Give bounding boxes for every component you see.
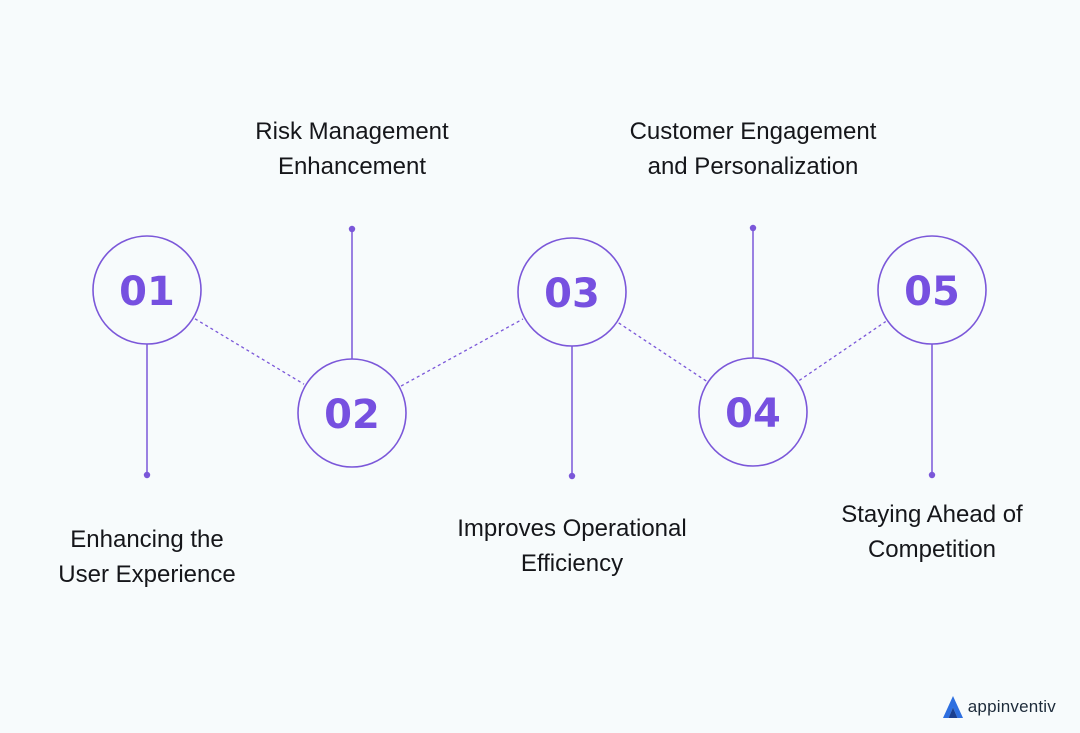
step-circle-05	[877, 235, 987, 345]
step-number-05: 05	[904, 269, 960, 315]
step-circle-02	[297, 358, 407, 468]
brand-logo: appinventiv	[942, 695, 1056, 719]
appinventiv-logo-icon	[942, 696, 963, 718]
step-number-01: 01	[119, 269, 175, 315]
step-circle-04	[698, 357, 808, 467]
step-label-02: Risk Management Enhancement	[255, 118, 449, 180]
connector-2-3	[400, 318, 524, 387]
step-label-01: Enhancing the User Experience	[58, 526, 236, 588]
step-number-04: 04	[725, 391, 781, 437]
step-circle-03	[517, 237, 627, 347]
step-circle-01	[92, 235, 202, 345]
connector-4-5	[798, 321, 887, 381]
step-number-02: 02	[324, 392, 380, 438]
step-number-03: 03	[544, 271, 600, 317]
step-label-03: Improves Operational Efficiency	[457, 515, 687, 577]
stem-dot-01	[143, 471, 151, 479]
stem-dot-03	[568, 472, 576, 480]
stem-dot-04	[749, 224, 757, 232]
step-label-05: Staying Ahead of Competition	[841, 501, 1023, 563]
step-stems	[143, 224, 936, 480]
dashed-connectors	[194, 318, 887, 387]
connector-3-4	[618, 322, 707, 382]
stem-dot-05	[928, 471, 936, 479]
connector-1-2	[194, 318, 305, 385]
brand-name: appinventiv	[967, 697, 1056, 716]
step-circles: 01 02 03 04 05	[92, 235, 987, 468]
step-label-04: Customer Engagement and Personalization	[629, 118, 877, 180]
stem-dot-02	[348, 225, 356, 233]
